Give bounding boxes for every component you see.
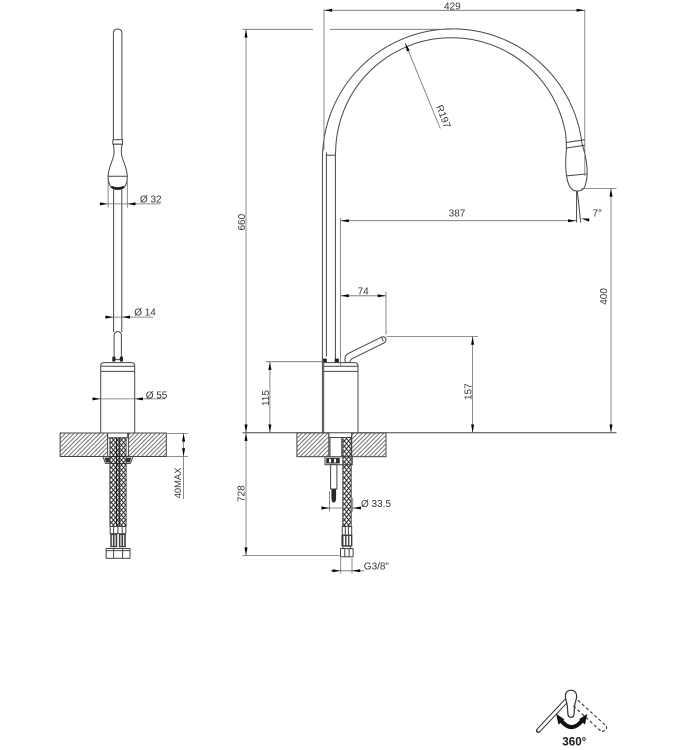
svg-text:360°: 360° bbox=[562, 736, 586, 749]
svg-text:660: 660 bbox=[237, 213, 248, 230]
svg-text:429: 429 bbox=[444, 1, 461, 12]
svg-text:G3/8”: G3/8” bbox=[364, 561, 389, 572]
svg-text:157: 157 bbox=[464, 383, 475, 400]
svg-text:Ø 55: Ø 55 bbox=[146, 390, 168, 401]
svg-text:40MAX: 40MAX bbox=[172, 467, 183, 498]
svg-text:387: 387 bbox=[449, 209, 466, 220]
svg-text:7°: 7° bbox=[593, 208, 603, 219]
svg-text:400: 400 bbox=[599, 288, 610, 305]
svg-text:Ø 32: Ø 32 bbox=[140, 194, 162, 205]
svg-text:115: 115 bbox=[261, 390, 272, 406]
svg-text:74: 74 bbox=[358, 287, 370, 298]
svg-text:Ø 14: Ø 14 bbox=[134, 307, 156, 318]
svg-text:Ø 33.5: Ø 33.5 bbox=[361, 499, 391, 510]
svg-text:728: 728 bbox=[237, 485, 248, 502]
